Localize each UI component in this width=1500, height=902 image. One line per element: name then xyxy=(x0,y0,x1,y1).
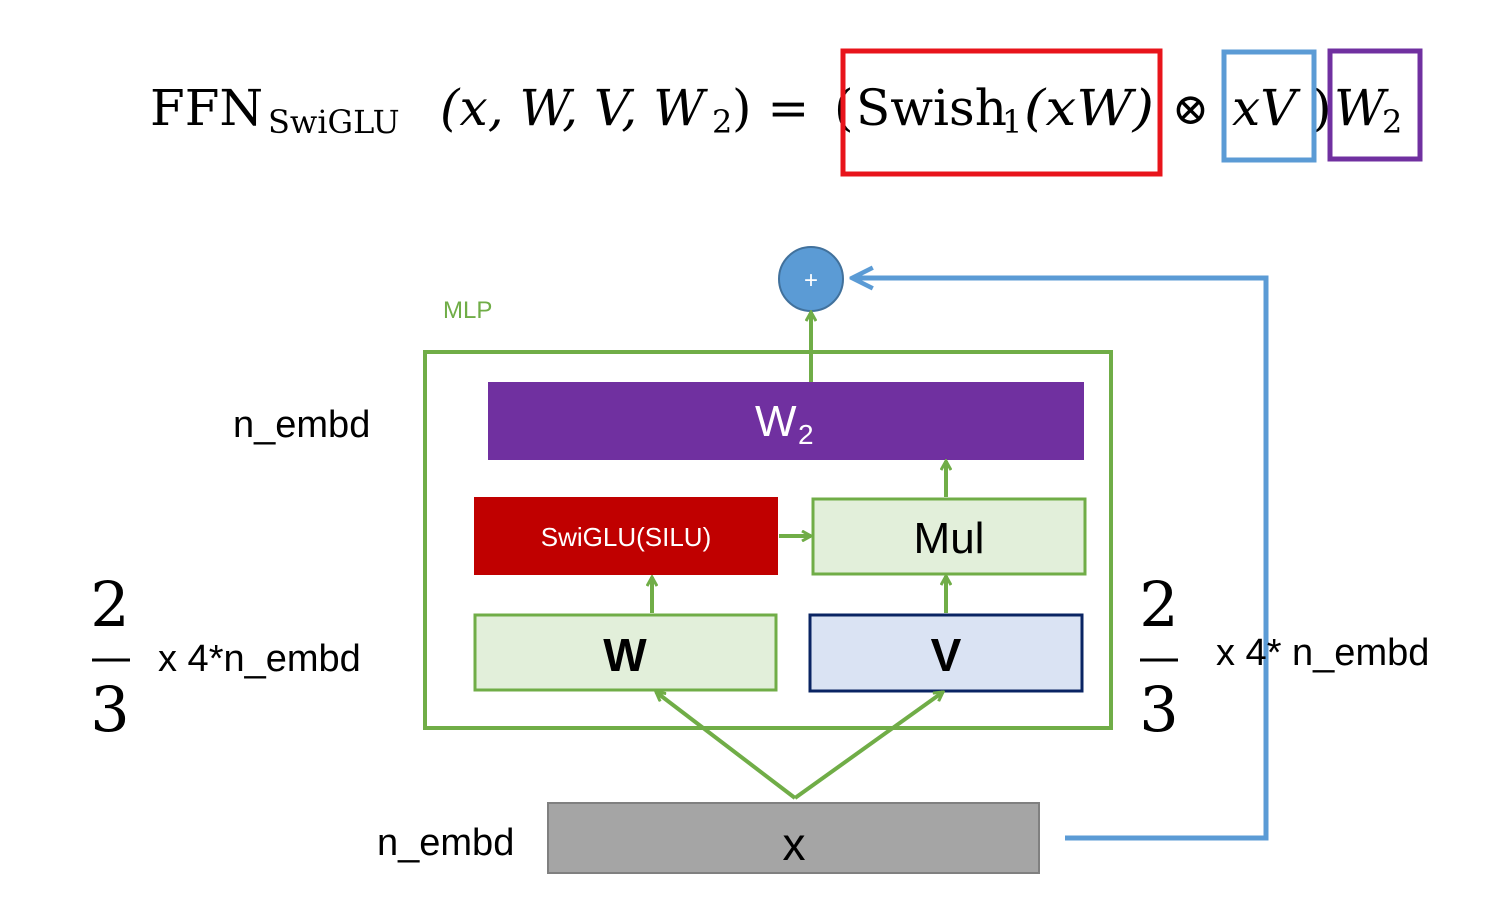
formula-xv: xV xyxy=(1232,79,1301,137)
w2-highlight-box xyxy=(1327,48,1423,162)
v-block xyxy=(808,613,1084,693)
left-multiplier-label: x 4*n_embd xyxy=(158,638,361,680)
formula-close-paren: ) xyxy=(1312,79,1332,137)
formula: FFN SwiGLU (x, W, V, W 2 ) = ( Swish 1 (… xyxy=(150,48,1423,177)
x-block xyxy=(547,802,1040,874)
formula-otimes: ⊗ xyxy=(1172,84,1209,135)
swiglu-block xyxy=(474,497,778,575)
formula-swish: Swish xyxy=(856,79,1007,137)
formula-swish-subscript: 1 xyxy=(1002,103,1022,141)
w-block-label: W xyxy=(603,629,647,681)
v-block-label: V xyxy=(931,629,962,681)
w2-block-label: W xyxy=(755,397,797,446)
right-hidden-dimension: 2 3 x 4* n_embd xyxy=(1139,568,1429,746)
arrow-x-to-v xyxy=(793,692,943,800)
w2-dimension-label: n_embd xyxy=(233,404,370,446)
w2-block-subscript: 2 xyxy=(798,419,814,450)
mlp-container xyxy=(423,350,1113,730)
x-block-label: x xyxy=(783,818,806,870)
left-fraction-numerator: 2 xyxy=(90,568,129,641)
right-multiplier-label: x 4* n_embd xyxy=(1216,632,1429,674)
left-hidden-dimension: 2 3 x 4*n_embd xyxy=(90,568,361,746)
formula-w2-subscript: 2 xyxy=(1382,103,1402,141)
w-block xyxy=(473,613,778,692)
arrow-x-to-w xyxy=(656,692,797,800)
right-fraction-numerator: 2 xyxy=(1139,568,1178,641)
xv-highlight-box xyxy=(1221,49,1317,163)
flow-arrows xyxy=(652,312,946,800)
residual-connection-arrow xyxy=(852,278,1269,841)
formula-swish-argument: (xW) xyxy=(1024,79,1154,137)
formula-ffn-subscript: SwiGLU xyxy=(268,103,400,141)
swiglu-block-label: SwiGLU(SILU) xyxy=(541,522,711,552)
x-dimension-label: n_embd xyxy=(377,822,514,864)
formula-equals: ) = xyxy=(732,79,809,137)
right-fraction-denominator: 3 xyxy=(1139,673,1178,746)
mlp-label: MLP xyxy=(443,297,492,324)
w2-block xyxy=(488,382,1084,460)
formula-arguments-subscript: 2 xyxy=(712,103,732,141)
formula-ffn: FFN xyxy=(150,79,263,137)
formula-arguments: (x, W, V, W xyxy=(440,79,708,137)
mul-block-label: Mul xyxy=(914,514,985,563)
plus-node-label: + xyxy=(804,267,818,294)
formula-w2: W xyxy=(1334,79,1389,137)
swish-highlight-box xyxy=(840,48,1163,177)
left-fraction-denominator: 3 xyxy=(90,673,129,746)
